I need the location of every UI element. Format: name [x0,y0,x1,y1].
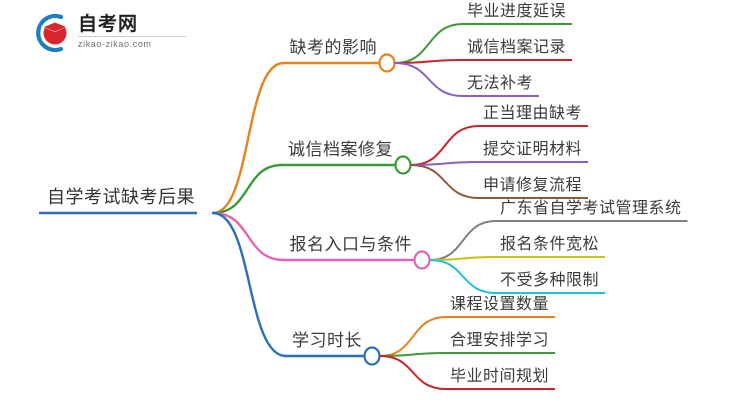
mindmap-leaf-3-1[interactable]: 合理安排学习 [450,330,550,349]
graduation-cap-icon [36,13,70,53]
mindmap-leaf-1-2[interactable]: 申请修复流程 [483,175,583,194]
mindmap-leaf-2-0[interactable]: 广东省自学考试管理系统 [500,198,682,217]
mindmap-leaf-1-1[interactable]: 提交证明材料 [483,139,583,158]
mindmap-branch-3[interactable]: 学习时长 [292,331,362,351]
mindmap-leaf-2-2[interactable]: 不受多种限制 [500,270,600,289]
mindmap-leaf-1-0[interactable]: 正当理由缺考 [483,103,583,122]
mindmap-branch-1[interactable]: 诚信档案修复 [288,140,393,160]
mindmap-leaf-0-1[interactable]: 诚信档案记录 [467,37,567,56]
logo-text: 自考网 zikao-zikao.com [78,13,190,50]
site-logo: 自考网 zikao-zikao.com [30,10,186,55]
mindmap-branch-2[interactable]: 报名入口与条件 [289,235,412,255]
mindmap-leaf-0-0[interactable]: 毕业进度延误 [467,1,567,20]
logo-divider [78,36,186,37]
mindmap-branch-0[interactable]: 缺考的影响 [289,38,377,58]
mindmap-leaf-0-2[interactable]: 无法补考 [467,73,534,92]
mindmap-leaf-3-0[interactable]: 课程设置数量 [450,294,550,313]
logo-title: 自考网 [78,13,139,35]
mindmap-leaf-2-1[interactable]: 报名条件宽松 [500,234,600,253]
mindmap-root-node[interactable]: 自学考试缺考后果 [47,187,195,208]
mindmap-leaf-3-2[interactable]: 毕业时间规划 [450,366,550,385]
logo-domain: zikao-zikao.com [78,39,152,49]
